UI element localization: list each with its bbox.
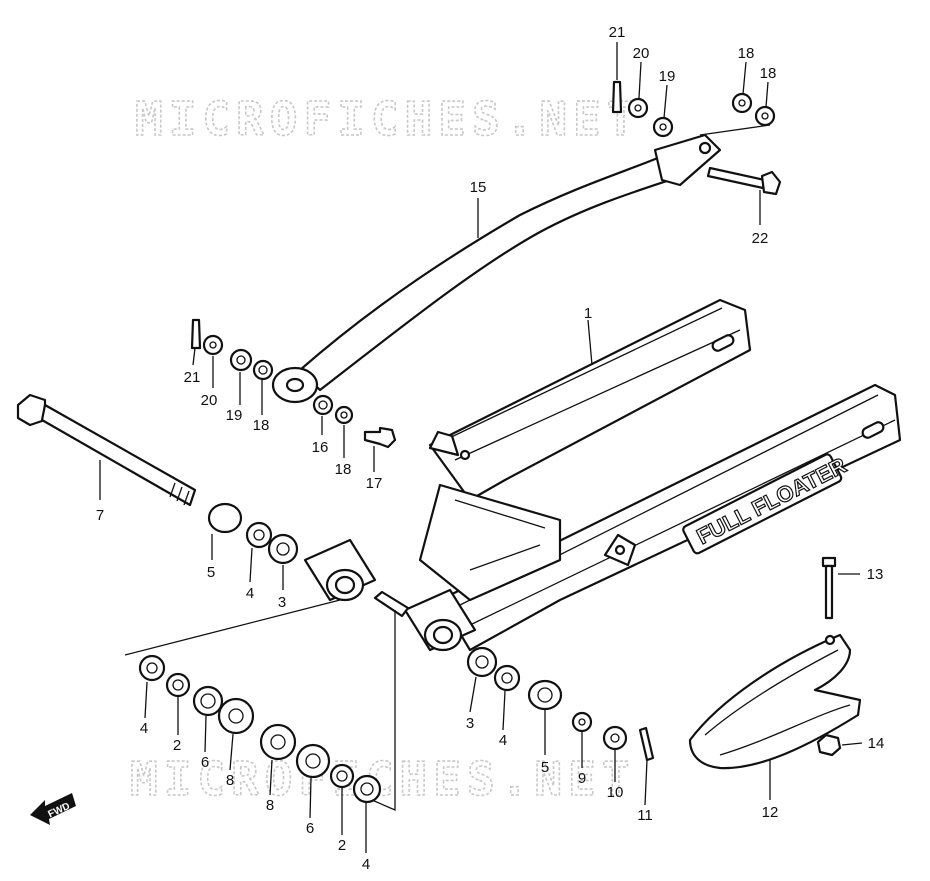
watermark-top: MICROFICHES.NET — [135, 92, 640, 146]
bearing-3-left[interactable] — [267, 533, 299, 565]
label-21-left: 21 — [184, 369, 201, 386]
label-2-lower-a: 2 — [173, 737, 181, 754]
label-18-top-a: 18 — [738, 45, 755, 62]
cotter-pin-21-top[interactable] — [611, 80, 623, 114]
bolt-17[interactable] — [363, 426, 397, 449]
castle-nut-20-left[interactable] — [202, 334, 224, 356]
label-22: 22 — [752, 230, 769, 247]
label-9: 9 — [578, 770, 586, 787]
nut-14[interactable] — [816, 733, 842, 757]
label-20-left: 20 — [201, 392, 218, 409]
label-6-lower-a: 6 — [201, 754, 209, 771]
label-11: 11 — [637, 807, 653, 824]
label-17: 17 — [366, 475, 383, 492]
label-3-left: 3 — [278, 594, 286, 611]
castle-nut-10[interactable] — [602, 725, 628, 751]
label-4-lower-b: 4 — [362, 856, 370, 873]
collar-6-lower-a[interactable] — [192, 685, 224, 717]
label-16: 16 — [312, 439, 329, 456]
part-labels: 1 15 7 21 20 19 18 18 22 21 20 19 18 16 … — [96, 24, 885, 873]
fwd-arrow: FWD — [30, 793, 76, 825]
label-20-top: 20 — [633, 45, 650, 62]
washer-19-top[interactable] — [652, 116, 674, 138]
washer-9[interactable] — [571, 711, 593, 733]
bolt-22[interactable] — [706, 166, 782, 196]
bushing-18-top-b[interactable] — [754, 105, 776, 127]
seal-4-lower-b[interactable] — [352, 774, 382, 804]
label-8-lower-b: 8 — [266, 797, 274, 814]
label-18-top-b: 18 — [760, 65, 777, 82]
label-13: 13 — [867, 566, 884, 583]
label-5-right: 5 — [541, 759, 549, 776]
label-18-mid: 18 — [335, 461, 352, 478]
spacer-2-lower-a[interactable] — [165, 672, 191, 698]
seal-4-left[interactable] — [245, 521, 273, 549]
label-15: 15 — [470, 179, 487, 196]
label-21-top: 21 — [609, 24, 626, 41]
bolt-13[interactable] — [821, 556, 837, 620]
bushing-18-top-a[interactable] — [731, 92, 753, 114]
watermark-bottom: MICROFICHES.NET — [130, 752, 635, 806]
label-2-lower-b: 2 — [338, 837, 346, 854]
bushing-18-left[interactable] — [252, 359, 274, 381]
label-6-lower-b: 6 — [306, 820, 314, 837]
cotter-pin-21-left[interactable] — [190, 318, 202, 350]
label-1: 1 — [584, 305, 592, 322]
cap-8-lower-a[interactable] — [217, 697, 255, 735]
label-7: 7 — [96, 507, 104, 524]
assembly-lines — [124, 124, 771, 811]
seal-4-lower-a[interactable] — [138, 654, 166, 682]
cotter-pin-11[interactable] — [638, 726, 655, 762]
spacer-2-lower-b[interactable] — [329, 763, 355, 789]
label-8-lower-a: 8 — [226, 772, 234, 789]
spacer-5-left[interactable] — [207, 502, 243, 534]
label-4-lower-a: 4 — [140, 720, 148, 737]
label-19-left: 19 — [226, 407, 243, 424]
leader-lines — [99, 42, 863, 853]
chain-case[interactable] — [688, 633, 862, 770]
spacer-5-right[interactable] — [527, 679, 563, 711]
swingarm[interactable]: FULL FLOATER — [303, 298, 902, 652]
seal-4-right[interactable] — [493, 664, 521, 692]
washer-19-left[interactable] — [229, 348, 253, 372]
label-19-top: 19 — [659, 68, 676, 85]
pivot-shaft[interactable] — [373, 590, 410, 618]
label-18-left: 18 — [253, 417, 270, 434]
collar-6-lower-b[interactable] — [295, 743, 331, 779]
label-12: 12 — [762, 804, 779, 821]
label-5-left: 5 — [207, 564, 215, 581]
castle-nut-20-top[interactable] — [627, 97, 649, 119]
torque-rod[interactable] — [271, 133, 722, 404]
label-10: 10 — [607, 784, 624, 801]
label-3-right: 3 — [466, 715, 474, 732]
cap-8-lower-b[interactable] — [259, 723, 297, 761]
bushing-18-mid[interactable] — [334, 405, 354, 425]
label-4-right: 4 — [499, 732, 507, 749]
bearing-3-right[interactable] — [466, 646, 498, 678]
label-14: 14 — [868, 735, 885, 752]
pivot-bolt[interactable] — [16, 393, 197, 507]
label-4-left: 4 — [246, 585, 254, 602]
bushing-16[interactable] — [312, 394, 334, 416]
